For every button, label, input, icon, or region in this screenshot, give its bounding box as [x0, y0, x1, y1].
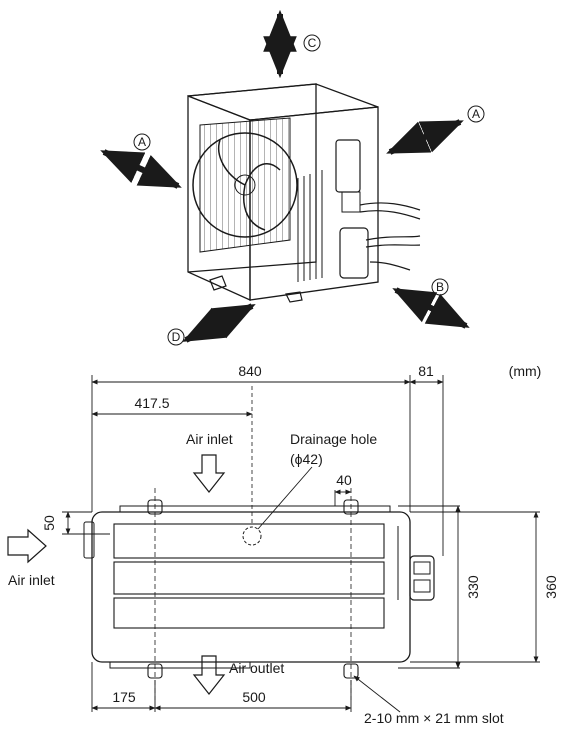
- label-air-outlet: Air outlet: [229, 660, 284, 676]
- clearance-marks: C A A B D: [133, 34, 485, 346]
- dim-81: 81: [418, 363, 434, 379]
- dim-840: 840: [238, 363, 262, 379]
- air-inlet-left-arrow: [7, 528, 47, 564]
- mounting-feet: [147, 499, 359, 679]
- clearance-arrows: [100, 9, 470, 343]
- label-air-inlet-top: Air inlet: [186, 431, 233, 447]
- label-drainage-hole-size: (ϕ42): [290, 451, 323, 467]
- clearance-arrow-a-left: [100, 149, 182, 189]
- clearance-mark-a-right: A: [472, 107, 480, 121]
- clearance-mark-b: B: [436, 280, 444, 294]
- clearance-arrow-a-right: [386, 119, 464, 155]
- air-inlet-top-arrow: [192, 454, 226, 493]
- clearance-mark-d: D: [172, 330, 181, 344]
- label-slot: 2-10 mm × 21 mm slot: [364, 710, 504, 726]
- valve-fitting: [409, 555, 435, 601]
- clearance-mark-c: C: [308, 36, 317, 50]
- units-label: (mm): [509, 363, 542, 379]
- dim-500: 500: [242, 689, 266, 705]
- unit-isometric-illustration: [187, 83, 421, 303]
- dimension-values: 840 81 417.5 40 50 330 360 175 500 (mm): [41, 363, 559, 705]
- plan-view: [83, 386, 435, 700]
- dim-360: 360: [543, 575, 559, 599]
- clearance-mark-a-left: A: [138, 135, 146, 149]
- dim-417-5: 417.5: [134, 395, 169, 411]
- clearance-arrow-b: [392, 287, 470, 329]
- label-air-inlet-left: Air inlet: [8, 572, 55, 588]
- cabinet-outline: [91, 511, 411, 663]
- clearance-arrow-d: [182, 303, 256, 343]
- dim-50: 50: [41, 515, 57, 531]
- airflow-arrows: [7, 454, 226, 695]
- air-outlet-arrow: [192, 655, 226, 695]
- dim-40: 40: [336, 472, 352, 488]
- dimension-lines: [62, 375, 540, 713]
- labels: Air inlet Air inlet Air outlet Drainage …: [8, 431, 504, 726]
- drainage-hole: [242, 526, 262, 546]
- dim-175: 175: [112, 689, 136, 705]
- label-drainage-hole: Drainage hole: [290, 431, 377, 447]
- dim-330: 330: [465, 575, 481, 599]
